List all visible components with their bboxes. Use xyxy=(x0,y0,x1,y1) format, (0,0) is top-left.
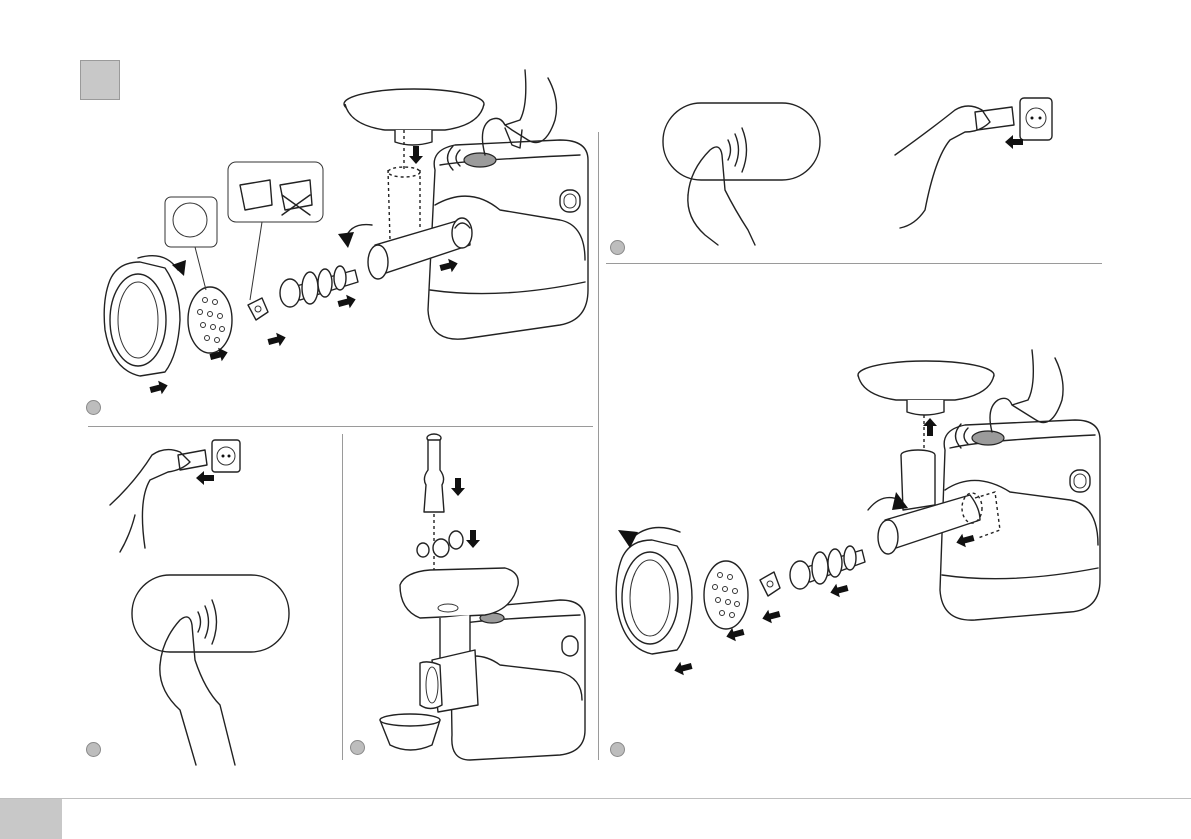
plug-icon xyxy=(975,107,1014,130)
footer-divider xyxy=(0,798,1191,799)
grinding-plate xyxy=(704,561,748,629)
locking-ring xyxy=(616,540,692,654)
locking-ring xyxy=(104,262,180,376)
rotate-arrow-icon xyxy=(630,528,680,541)
step-assemble-illustration xyxy=(104,70,588,397)
step-disassemble-illustration xyxy=(616,350,1100,677)
cutting-blade xyxy=(760,572,780,596)
page-tab xyxy=(0,799,62,839)
cutting-blade xyxy=(248,298,268,320)
hand-icon xyxy=(990,350,1063,432)
feeding-tray xyxy=(344,89,484,145)
step-feed-illustration xyxy=(380,434,585,760)
auger xyxy=(790,546,865,589)
feeding-tray xyxy=(858,361,994,415)
step-switch-off-illustration xyxy=(663,98,1052,245)
socket-icon xyxy=(212,440,240,472)
step-plug-in-illustration xyxy=(110,440,289,765)
food-pieces xyxy=(417,531,463,557)
socket-icon xyxy=(1020,98,1052,140)
touch-icon xyxy=(132,575,289,765)
pusher xyxy=(424,434,444,512)
grinder-head xyxy=(420,650,478,712)
touch-icon xyxy=(663,103,820,245)
hand-icon xyxy=(110,450,190,552)
bowl xyxy=(380,714,440,750)
